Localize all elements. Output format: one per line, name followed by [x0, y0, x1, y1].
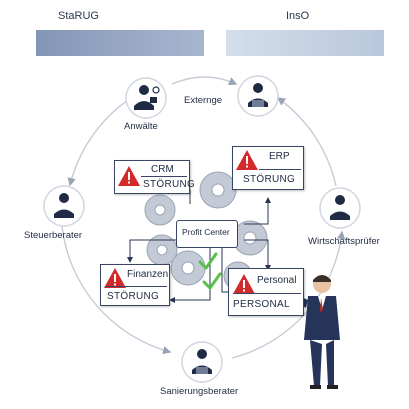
gear-icon [199, 171, 237, 209]
checkmark-icon [202, 272, 222, 290]
steuerberater-label: Steuerberater [24, 230, 83, 241]
lawyer-icon [125, 77, 167, 119]
restructuring-advisor-icon [181, 341, 223, 383]
erp-title: ERP [269, 151, 290, 162]
crm-status: STÖRUNG [143, 179, 196, 190]
checkmark-icon [198, 252, 218, 270]
inso-band [226, 30, 384, 56]
anwaelte-label: Anwälte [124, 121, 158, 132]
externe-person-icon [237, 75, 279, 117]
warning-icon [104, 268, 126, 288]
warning-icon [236, 150, 258, 170]
personal-title: Personal [257, 275, 297, 286]
erp-status: STÖRUNG [243, 174, 296, 185]
gear-icon [232, 220, 268, 256]
crm-warning-box: CRM STÖRUNG [114, 160, 195, 194]
businessman-figure [285, 275, 340, 389]
finanzen-warning-box: Finanzen STÖRUNG [100, 264, 170, 306]
wirtschaftspruefer-label: Wirtschaftsprüfer [308, 236, 380, 247]
finanzen-title: Finanzen [127, 269, 169, 280]
warning-icon [118, 166, 140, 186]
gear-icon [170, 250, 206, 286]
profit-center-label: Profit Center [182, 227, 230, 237]
outer-cycle [61, 76, 346, 359]
starug-label: StaRUG [58, 10, 99, 22]
warning-icon [233, 274, 255, 294]
finanzen-status: STÖRUNG [107, 291, 160, 302]
tax-advisor-icon [43, 185, 85, 227]
personal-warning-box: Personal PERSONAL [228, 268, 304, 316]
personal-status: PERSONAL [233, 299, 290, 310]
externe-label: Externge [184, 95, 223, 106]
erp-warning-box: ERP STÖRUNG [232, 146, 304, 190]
sanierungsberater-label: Sanierungsberater [160, 386, 239, 397]
starug-band [36, 30, 204, 56]
crm-title: CRM [151, 164, 174, 175]
inso-label: InsO [286, 10, 310, 22]
profit-center-box: Profit Center [176, 220, 238, 248]
gear-icon [144, 194, 176, 226]
auditor-icon [319, 187, 361, 229]
